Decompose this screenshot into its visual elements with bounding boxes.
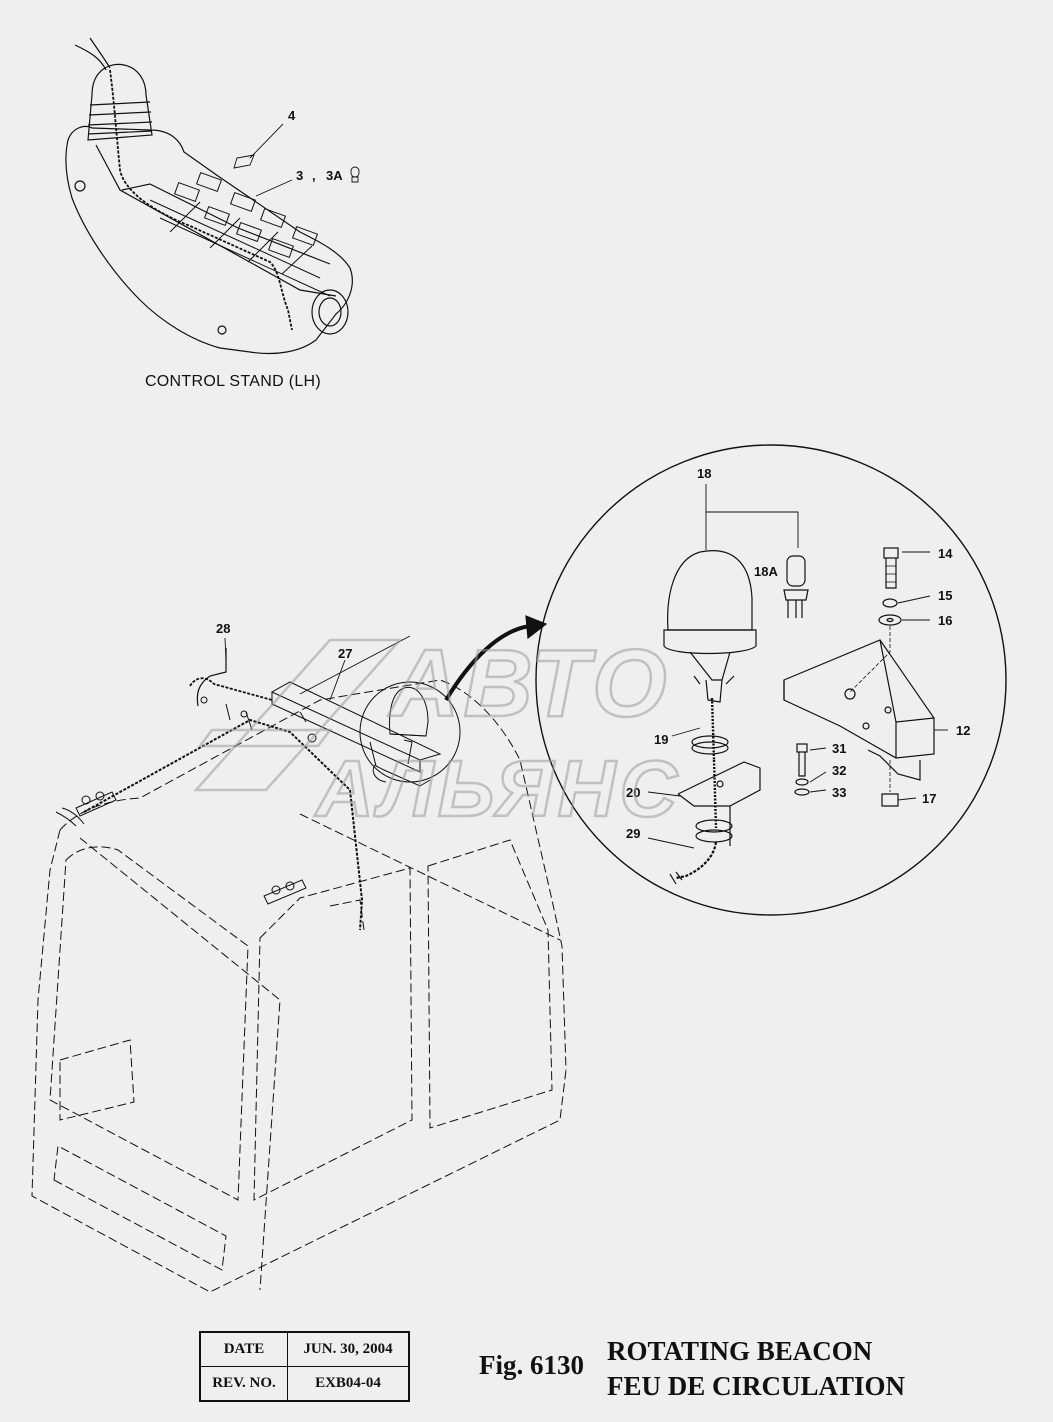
watermark-line1: АВТО <box>388 630 671 737</box>
rev-label: REV. NO. <box>199 1366 288 1402</box>
callout-18: 18 <box>697 466 711 481</box>
callout-4: 4 <box>288 108 296 123</box>
callout-15: 15 <box>938 588 952 603</box>
title-english: ROTATING BEACON <box>607 1336 873 1366</box>
watermark-logo-icon <box>193 638 403 792</box>
date-row: DATE JUN. 30, 2004 <box>199 1331 410 1367</box>
callout-28: 28 <box>216 621 230 636</box>
title-french: FEU DE CIRCULATION <box>607 1371 906 1401</box>
rev-value: EXB04-04 <box>287 1366 410 1402</box>
revision-table: DATE JUN. 30, 2004 REV. NO. EXB04-04 <box>199 1331 410 1402</box>
date-label: DATE <box>199 1331 288 1367</box>
callout-20: 20 <box>626 785 640 800</box>
callout-3: 3 <box>296 168 303 183</box>
callout-3a: 3A <box>326 168 343 183</box>
callout-33: 33 <box>832 785 846 800</box>
watermark: АВТО АЛЬЯНС <box>193 629 681 834</box>
callout-17: 17 <box>922 791 936 806</box>
figure-number: Fig. 6130 <box>479 1350 584 1380</box>
callout-16: 16 <box>938 613 952 628</box>
callout-19: 19 <box>654 732 668 747</box>
callout-14: 14 <box>938 546 953 561</box>
control-stand-drawing <box>65 37 360 355</box>
callout-12: 12 <box>956 723 970 738</box>
callout-27: 27 <box>338 646 352 661</box>
callout-18a: 18A <box>754 564 778 579</box>
control-stand-caption: CONTROL STAND (LH) <box>144 373 322 390</box>
rev-row: REV. NO. EXB04-04 <box>199 1366 410 1402</box>
callout-29: 29 <box>626 826 640 841</box>
figure-title: ROTATING BEACON FEU DE CIRCULATION <box>607 1334 905 1404</box>
detail-drawing <box>444 444 1007 916</box>
callout-comma: , <box>312 168 316 183</box>
callout-32: 32 <box>832 763 846 778</box>
callout-31: 31 <box>832 741 846 756</box>
cab-drawing <box>31 635 567 1293</box>
watermark-line2: АЛЬЯНС <box>314 744 681 833</box>
date-value: JUN. 30, 2004 <box>287 1331 410 1367</box>
